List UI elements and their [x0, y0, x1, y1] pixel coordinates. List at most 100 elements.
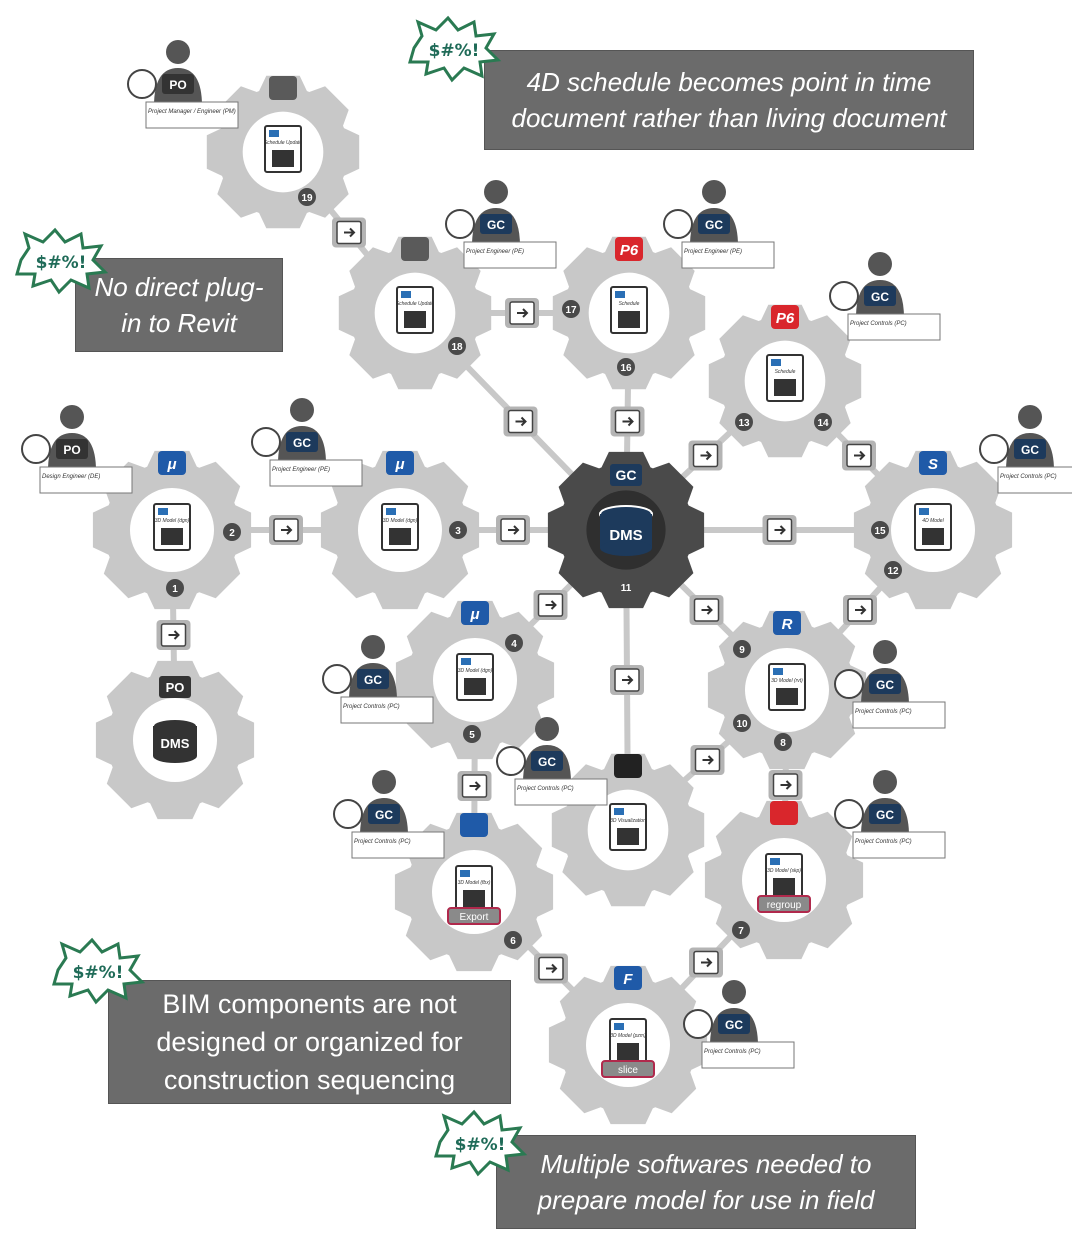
export-button — [447, 907, 501, 925]
document-preview-icon — [618, 311, 640, 328]
role-badge — [368, 804, 400, 824]
step-number-badge — [298, 188, 316, 206]
arrow-icon — [546, 963, 558, 974]
role-badge-label: PO — [169, 78, 186, 92]
document-preview-icon — [272, 150, 294, 167]
step-number-label: 13 — [738, 418, 750, 429]
curse-burst-icon: $#%! — [52, 937, 146, 1005]
person-head-icon — [484, 180, 508, 204]
step-number-label: 7 — [738, 926, 744, 937]
step-number-badge — [166, 579, 184, 597]
regroup-button-label: regroup — [767, 900, 802, 911]
step-number-label: 18 — [451, 342, 463, 353]
software-label: μ — [394, 456, 404, 473]
document-title: 3D Model (dgn) — [458, 668, 493, 674]
document-preview-icon — [389, 528, 411, 545]
step-number-label: 10 — [736, 719, 748, 730]
arrow-icon — [622, 675, 634, 685]
arrow-icon — [774, 525, 786, 535]
document-preview-icon — [464, 678, 486, 695]
p6-icon — [615, 237, 643, 261]
document-title: 3D Model (skp) — [767, 868, 801, 874]
step-number-badge — [617, 358, 635, 376]
role-label-box — [39, 466, 133, 494]
step-number-badge — [223, 523, 241, 541]
step-number-badge — [562, 300, 580, 318]
document-title: 3D Model (dgn) — [155, 518, 190, 524]
role-label-box — [681, 241, 775, 269]
person-head-icon — [535, 717, 559, 741]
tag-icon — [834, 799, 864, 829]
step-number-label: 4 — [511, 639, 517, 650]
software-label: R — [782, 616, 793, 633]
issue-callout-bim: BIM components are not designed or organ… — [108, 980, 511, 1104]
arrow-icon — [700, 450, 712, 461]
issue-callout-software: Multiple softwares needed to prepare mod… — [496, 1135, 916, 1229]
role-badge — [869, 674, 901, 694]
person-head-icon — [873, 640, 897, 664]
arrow-icon — [701, 605, 713, 615]
role-label: Project Controls (PC) — [343, 704, 400, 710]
document-preview-icon — [404, 311, 426, 328]
laptop-icon — [401, 237, 429, 261]
role-badge — [864, 286, 896, 306]
formit-icon — [614, 966, 642, 990]
software-label: F — [623, 971, 633, 988]
document-icon — [401, 291, 411, 298]
step-number-badge — [871, 521, 889, 539]
role-label: Project Controls (PC) — [704, 1049, 761, 1055]
role-badge — [869, 804, 901, 824]
role-label: Project Controls (PC) — [855, 709, 912, 715]
role-label-box — [852, 701, 946, 729]
step-number-label: 19 — [301, 193, 313, 204]
step-number-badge — [774, 733, 792, 751]
step-number-label: 11 — [621, 583, 632, 594]
software-label: μ — [166, 456, 176, 473]
step-number-badge — [504, 931, 522, 949]
step-number-label: 2 — [229, 528, 235, 539]
calendar-plus-icon — [829, 281, 859, 311]
step-number-label: 14 — [817, 418, 829, 429]
role-label: Project Controls (PC) — [1000, 474, 1057, 480]
role-label: Project Controls (PC) — [517, 786, 574, 792]
document-icon — [158, 508, 168, 515]
curse-glyph: $#%! — [36, 253, 87, 273]
step-number-badge — [449, 521, 467, 539]
step-number-label: 5 — [469, 730, 475, 741]
role-label: Project Engineer (PE) — [272, 467, 330, 473]
role-badge — [698, 214, 730, 234]
step-number-badge — [814, 413, 832, 431]
document-title: 3D Visualization — [610, 818, 646, 824]
software-label: P6 — [620, 242, 639, 259]
edit-icon — [663, 209, 693, 239]
role-label: Project Engineer (PE) — [684, 249, 742, 255]
curse-glyph: $#%! — [455, 1135, 506, 1155]
document-title: Schedule Update — [264, 140, 303, 146]
microstation-icon — [158, 451, 186, 475]
role-badge — [1014, 439, 1046, 459]
export-button-label: Export — [460, 912, 489, 923]
document-icon — [773, 668, 783, 675]
step-number-label: 3 — [455, 526, 461, 537]
step-number-badge — [733, 714, 751, 732]
step-number-label: 16 — [620, 363, 632, 374]
issue-callout-revit: No direct plug-in to Revit — [75, 258, 283, 352]
document-icon — [461, 658, 471, 665]
curse-burst-icon: $#%! — [15, 227, 109, 295]
person-head-icon — [290, 398, 314, 422]
role-badge — [718, 1014, 750, 1034]
role-badge-label: GC — [293, 436, 311, 450]
issue-callout-revit-text: No direct plug-in to Revit — [94, 272, 264, 338]
step-number-label: 1 — [172, 584, 178, 595]
role-label-box — [514, 778, 608, 806]
role-badge — [286, 432, 318, 452]
search-icon — [251, 427, 281, 457]
arrow-icon — [508, 525, 520, 535]
hub-dms-label: DMS — [609, 527, 642, 544]
document-icon — [614, 1023, 624, 1030]
step-number-label: 17 — [565, 305, 577, 316]
role-label-box — [463, 241, 557, 269]
document-title: Schedule Update — [396, 301, 435, 307]
document-title: 3D Model (fbx) — [458, 880, 491, 886]
